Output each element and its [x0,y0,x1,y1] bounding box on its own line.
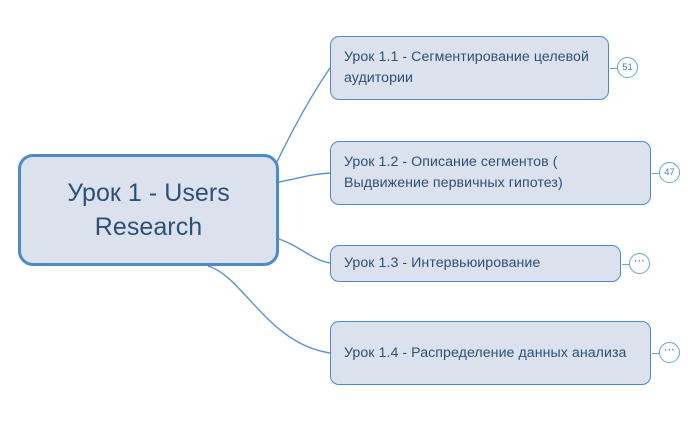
root-node-label: Урок 1 - Users Research [67,179,230,241]
badge-lesson-1-2-text: 47 [664,166,675,178]
node-lesson-1-4-label: Урок 1.4 - Распределение данных анализа [344,344,627,361]
root-node[interactable]: Урок 1 - Users Research [18,154,279,266]
node-lesson-1-3-label: Урок 1.3 - Интервьюирование [344,255,541,271]
badge-lesson-1-1-text: 51 [622,61,633,73]
connector-to-lesson-1-2 [278,172,331,183]
node-lesson-1-2[interactable]: Урок 1.2 - Описание сегментов ( Выдвижен… [330,141,651,205]
connector-to-lesson-1-4 [207,265,331,354]
node-lesson-1-3[interactable]: Урок 1.3 - Интервьюирование [330,245,621,282]
badge-lesson-1-3-text: ⋯ [633,255,646,267]
node-lesson-1-1[interactable]: Урок 1.1 - Сегментирование целевой аудит… [330,36,609,100]
node-lesson-1-2-label: Урок 1.2 - Описание сегментов ( Выдвижен… [344,154,563,191]
node-lesson-1-4[interactable]: Урок 1.4 - Распределение данных анализа [330,321,651,385]
node-lesson-1-1-label: Урок 1.1 - Сегментирование целевой аудит… [344,49,589,86]
badge-lesson-1-2[interactable]: 47 [652,162,680,183]
connector-to-lesson-1-3 [278,238,331,264]
badge-lesson-1-1[interactable]: 51 [610,57,638,78]
badge-lesson-1-4[interactable]: ⋯ [652,342,680,363]
badge-lesson-1-4-text: ⋯ [663,344,676,356]
badge-lesson-1-3[interactable]: ⋯ [622,253,650,274]
